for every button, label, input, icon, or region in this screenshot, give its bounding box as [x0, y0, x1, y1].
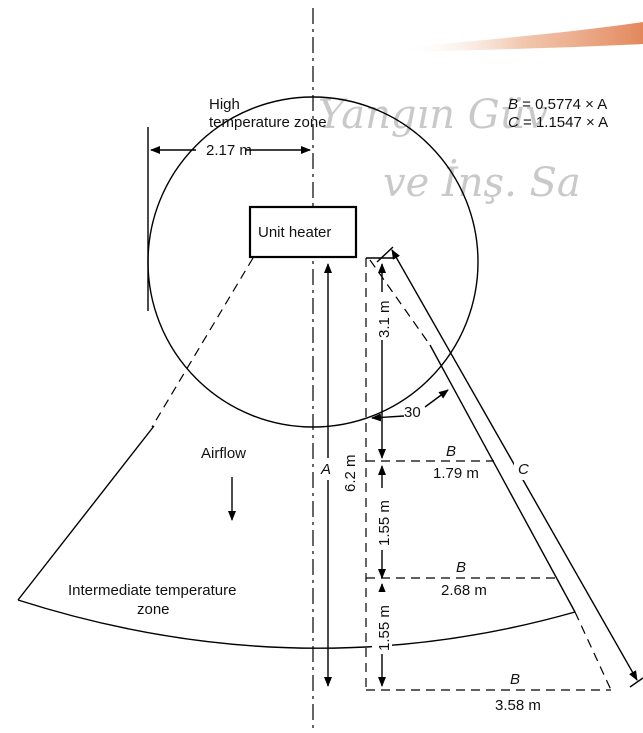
upper-drop-label-bg — [372, 292, 392, 340]
intermediate-zone-label-line-1: Intermediate temperature — [68, 582, 236, 599]
angle-arrow — [371, 413, 405, 422]
cone-left-edge-solid — [17, 425, 155, 601]
b3-value-label: 3.58 m — [495, 697, 541, 714]
b2-value-label: 2.68 m — [441, 582, 487, 599]
angle-label: 30 — [404, 404, 421, 421]
high-zone-label-line-2: temperature zone — [209, 114, 327, 131]
mid-drop-1-label: 1.55 m — [376, 500, 393, 546]
formula-b-expression: = 0.5774 × A — [518, 96, 607, 113]
intermediate-zone-label-line-2: zone — [137, 601, 170, 618]
formula-c-variable: C — [508, 114, 519, 131]
watermark-line-2: ve İnş. Sa — [383, 159, 581, 206]
a-label-bg — [317, 458, 339, 480]
total-height-label: 6.2 m — [342, 454, 359, 492]
unit-heater-label: Unit heater — [258, 224, 331, 241]
mid-drop-2-label: 1.55 m — [376, 605, 393, 651]
cone-left-edge-dashed — [151, 257, 254, 428]
a-variable-label: A — [320, 461, 331, 478]
formula-b-variable: B — [508, 96, 518, 113]
high-zone-label-line-1: High — [209, 96, 240, 113]
c-variable-label: C — [518, 461, 529, 478]
formula-c-expression: = 1.1547 × A — [519, 114, 608, 131]
airflow-label: Airflow — [201, 445, 246, 462]
unit-heater-box — [248, 205, 358, 259]
b1-value-label: 1.79 m — [433, 465, 479, 482]
accent-stripe — [400, 22, 643, 52]
c-label-bg — [514, 458, 534, 480]
cone-bottom-arc — [17, 599, 576, 649]
b3-variable-label: B — [510, 671, 520, 688]
b2-variable-label: B — [456, 559, 466, 576]
formula-c: C = 1.1547 × A — [508, 114, 608, 131]
upper-drop-label: 3.1 m — [376, 300, 393, 338]
formula-b: B = 0.5774 × A — [508, 96, 607, 113]
c-dimension-end-tick — [629, 677, 643, 688]
watermark-line-1: Yangın Güv — [318, 92, 549, 138]
angle-arc-arrow — [424, 389, 449, 408]
radius-label: 2.17 m — [206, 142, 252, 159]
heater-tick-slash — [376, 246, 394, 263]
b1-variable-label: B — [446, 443, 456, 460]
mid-drop-2-label-bg — [372, 592, 392, 654]
mid-drop-1-label-bg — [372, 488, 392, 550]
